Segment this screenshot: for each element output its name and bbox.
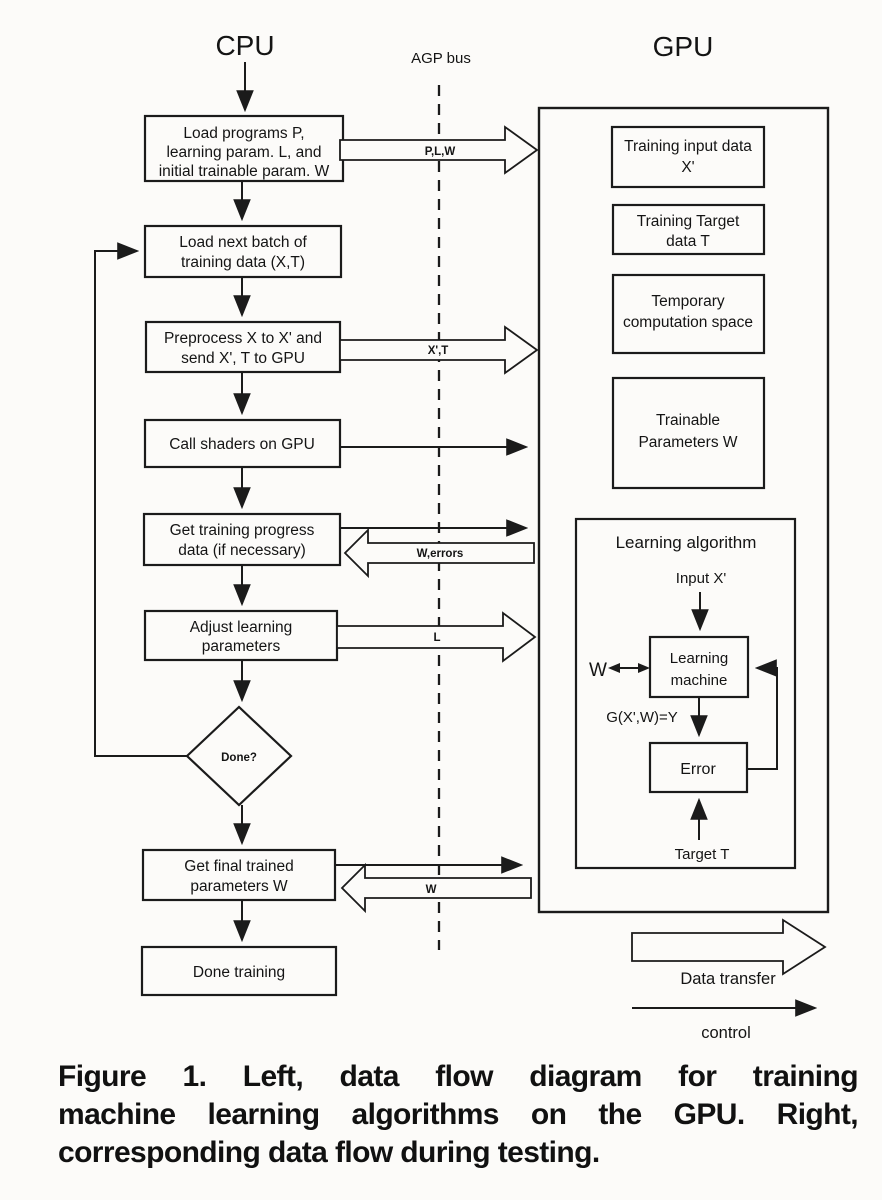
training-input-line: X' <box>681 159 694 176</box>
learning-algorithm-title: Learning algorithm <box>616 533 757 552</box>
training-input-box <box>610 125 766 189</box>
xt-block-arrow <box>339 325 539 375</box>
w-arrowhead-right <box>638 663 650 673</box>
gpu-container-box <box>537 106 830 914</box>
training-target-line: data T <box>666 233 710 250</box>
load-batch-box <box>143 224 343 279</box>
control-label: control <box>701 1024 751 1042</box>
load-batch-line: training data (X,T) <box>181 254 305 271</box>
legend: Data transfer control <box>631 918 827 1042</box>
trainable-params-line: Parameters W <box>638 434 737 451</box>
w-label: W <box>426 884 437 896</box>
get-final-line: parameters W <box>190 878 288 895</box>
temp-space-line: computation space <box>623 314 753 331</box>
adjust-params-line: parameters <box>202 638 281 655</box>
werrors-block-arrow <box>343 527 535 579</box>
gpu-memory-blocks: Training input data X' Training Target d… <box>610 125 766 490</box>
trainable-params-box <box>611 376 766 490</box>
done-decision-label: Done? <box>221 752 257 764</box>
load-programs-line: learning param. L, and <box>166 144 321 161</box>
temp-space-box <box>611 273 766 355</box>
w-output-label: W <box>589 660 607 681</box>
figure-diagram: CPU AGP bus GPU Load programs P, learnin… <box>94 30 830 1042</box>
caption-line: Figure 1. Left, data flow diagram for tr… <box>58 1060 859 1093</box>
error-box <box>648 741 749 794</box>
done-decision-diamond <box>185 705 293 807</box>
target-t-label: Target T <box>675 846 730 863</box>
caption-line: corresponding data flow during testing. <box>58 1136 600 1169</box>
temp-space-line: Temporary <box>651 293 724 310</box>
get-progress-line: Get training progress <box>170 522 315 539</box>
learning-algorithm-group: Learning algorithm Input X' Learning mac… <box>574 517 797 870</box>
done-training-box <box>140 945 338 997</box>
get-final-line: Get final trained <box>184 858 293 875</box>
adjust-params-box <box>143 609 339 662</box>
cpu-header: CPU <box>215 30 274 61</box>
werrors-label: W,errors <box>417 548 464 560</box>
w-arrowhead-left <box>608 663 620 673</box>
l-label: L <box>433 632 440 644</box>
xt-label: X',T <box>428 345 449 357</box>
learning-machine-line: Learning <box>670 650 728 667</box>
plw-label: P,L,W <box>425 146 456 158</box>
done-training-line: Done training <box>193 964 285 981</box>
w-block-arrow <box>340 862 532 914</box>
data-transfer-arrow <box>631 918 827 976</box>
gpu-header: GPU <box>653 31 714 62</box>
training-target-box <box>611 203 766 256</box>
call-shaders-line: Call shaders on GPU <box>169 436 315 453</box>
learning-machine-line: machine <box>671 672 728 689</box>
data-transfer-label: Data transfer <box>680 970 776 988</box>
cpu-flow-boxes: Load programs P, learning param. L, and … <box>140 114 345 997</box>
function-label: G(X',W)=Y <box>606 709 678 726</box>
plw-block-arrow <box>339 125 539 175</box>
bus-transfer-arrows: P,L,W X',T W,errors L W <box>335 125 539 914</box>
figure-caption: Figure 1. Left, data flow diagram for tr… <box>58 1058 859 1172</box>
preprocess-line: send X', T to GPU <box>181 350 305 367</box>
trainable-params-line: Trainable <box>656 412 720 429</box>
load-programs-line: initial trainable param. W <box>159 163 330 180</box>
input-x-label: Input X' <box>676 570 727 587</box>
agp-bus-header: AGP bus <box>411 50 471 67</box>
caption-line: machine learning algorithms on the GPU. … <box>58 1098 859 1131</box>
loop-back-arrow <box>94 242 187 757</box>
cpu-flow-connectors <box>94 62 254 943</box>
l-block-arrow <box>336 611 537 663</box>
error-feedback-arrow <box>747 659 778 770</box>
learning-machine-box <box>648 635 750 699</box>
preprocess-line: Preprocess X to X' and <box>164 330 322 347</box>
training-target-line: Training Target <box>637 213 740 230</box>
call-shaders-box <box>143 418 342 469</box>
adjust-params-line: Adjust learning <box>190 619 293 636</box>
training-input-line: Training input data <box>624 138 752 155</box>
preprocess-box <box>144 320 342 374</box>
get-progress-line: data (if necessary) <box>178 542 306 559</box>
error-label: Error <box>680 761 716 778</box>
get-final-box <box>141 848 337 902</box>
load-batch-line: Load next batch of <box>179 234 307 251</box>
get-progress-box <box>142 512 342 567</box>
load-programs-line: Load programs P, <box>183 125 304 142</box>
